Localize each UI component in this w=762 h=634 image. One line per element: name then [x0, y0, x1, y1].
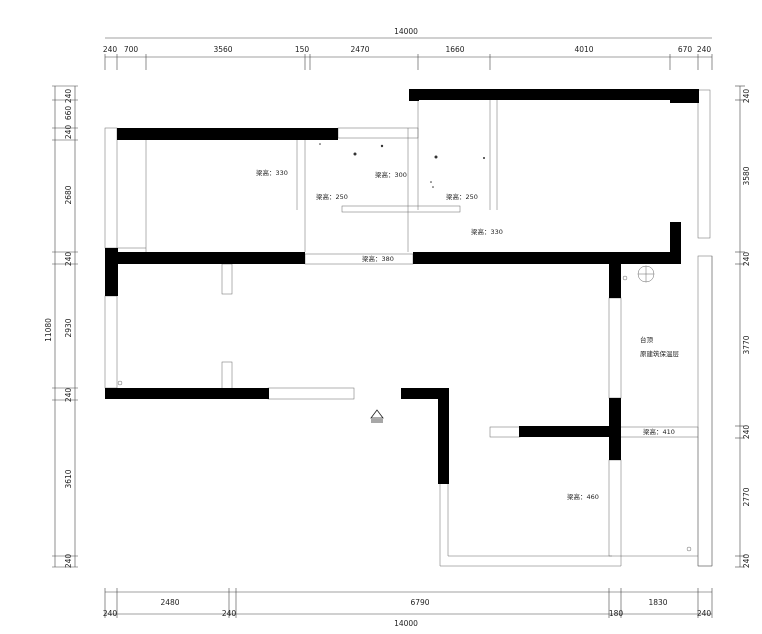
beam-label-5: 梁高：330 — [471, 227, 503, 236]
right-dimension-chain: 240 3580 240 3770 240 2770 240 — [739, 86, 751, 569]
bottom-seg-5: 180 — [609, 609, 624, 618]
beam-label-8: 梁高：460 — [567, 492, 599, 501]
beam-label-1: 梁高：330 — [256, 168, 288, 177]
beam-label-3: 梁高：250 — [316, 192, 348, 201]
top-seg-3: 3560 — [213, 45, 232, 54]
left-seg-3: 240 — [64, 125, 73, 140]
top-seg-6: 1660 — [445, 45, 464, 54]
beam-label-6: 梁高：380 — [362, 254, 394, 263]
bottom-total-dimension: 14000 — [394, 619, 418, 628]
note-line-2: 原建筑保温层 — [640, 349, 680, 358]
note-line-1: 台顶 — [640, 335, 654, 344]
right-seg-2: 3580 — [742, 166, 751, 185]
top-total-dimension: 14000 — [394, 27, 418, 36]
left-seg-2: 660 — [64, 106, 73, 121]
top-seg-2: 700 — [124, 45, 139, 54]
beam-label-4: 梁高：250 — [446, 192, 478, 201]
right-seg-5: 240 — [742, 425, 751, 440]
left-total-dimension: 11080 — [44, 318, 53, 342]
left-dimension-chain: 240 660 240 2680 240 2930 240 3610 240 1… — [44, 86, 76, 569]
left-seg-7: 240 — [64, 388, 73, 403]
left-seg-1: 240 — [64, 89, 73, 104]
left-seg-5: 240 — [64, 252, 73, 267]
beam-label-2: 梁高：300 — [375, 170, 407, 179]
right-seg-6: 2770 — [742, 487, 751, 506]
top-seg-8: 670 — [678, 45, 693, 54]
bottom-seg-7: 240 — [697, 609, 712, 618]
entry-arrow-icon — [370, 409, 384, 423]
bottom-seg-2: 2480 — [160, 598, 179, 607]
beam-labels: 梁高：330 梁高：300 梁高：250 梁高：250 梁高：330 梁高：38… — [256, 168, 675, 501]
bottom-seg-1: 240 — [103, 609, 118, 618]
top-seg-9: 240 — [697, 45, 712, 54]
notes: 台顶 原建筑保温层 — [640, 335, 680, 358]
top-seg-4: 150 — [295, 45, 310, 54]
thin-outlines — [104, 89, 713, 567]
beam-label-7: 梁高：410 — [643, 427, 675, 436]
fixtures — [117, 143, 692, 552]
left-seg-4: 2680 — [64, 185, 73, 204]
left-seg-8: 3610 — [64, 469, 73, 488]
top-dimension-chain: 14000 240 700 3560 150 2470 1660 4010 67… — [103, 27, 712, 58]
right-seg-4: 3770 — [742, 335, 751, 354]
walls — [105, 89, 699, 484]
bottom-seg-6: 1830 — [648, 598, 667, 607]
right-seg-7: 240 — [742, 554, 751, 569]
top-seg-1: 240 — [103, 45, 118, 54]
bottom-seg-4: 6790 — [410, 598, 429, 607]
top-seg-7: 4010 — [574, 45, 593, 54]
left-seg-6: 2930 — [64, 318, 73, 337]
right-seg-1: 240 — [742, 89, 751, 104]
top-seg-5: 2470 — [350, 45, 369, 54]
bottom-dimension-chain: 240 2480 240 6790 180 1830 240 14000 — [103, 591, 712, 628]
left-seg-9: 240 — [64, 554, 73, 569]
right-seg-3: 240 — [742, 252, 751, 267]
